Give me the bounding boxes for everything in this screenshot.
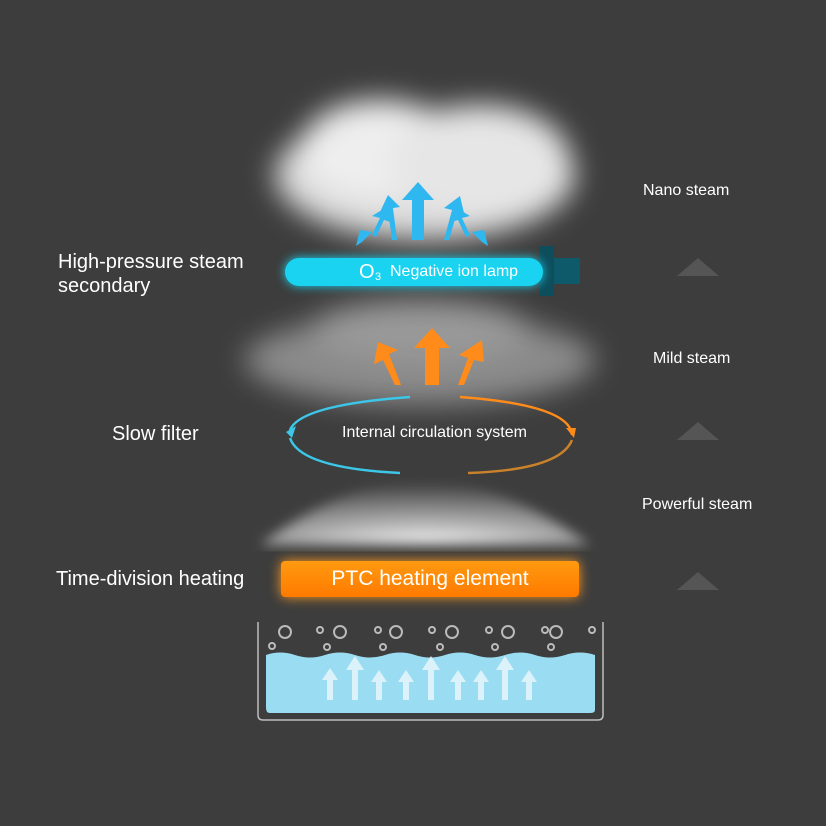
circulation-arrows: [286, 395, 576, 475]
triangle-icon: [677, 572, 719, 590]
ozone-subscript: 3: [375, 271, 382, 283]
label-slow-filter: Slow filter: [112, 423, 199, 445]
label-nano-steam: Nano steam: [643, 182, 730, 199]
lamp-label: Negative ion lamp: [390, 263, 519, 280]
powerful-steam-fan: [260, 482, 590, 545]
label-mild-steam: Mild steam: [653, 350, 731, 367]
lamp-connector-icon: [540, 246, 580, 296]
bubbles: [268, 625, 596, 651]
water-arrows-icon: [322, 656, 537, 700]
triangle-icon: [677, 258, 719, 276]
nano-steam-cloud: [275, 100, 575, 240]
mild-steam-cloud: [245, 300, 595, 405]
internal-circulation-label: Internal circulation system: [342, 424, 527, 441]
label-powerful-steam: Powerful steam: [642, 496, 753, 513]
label-time-division-heating: Time-division heating: [56, 568, 245, 590]
blue-arrows-icon: [356, 182, 488, 246]
ozone-symbol: O: [359, 261, 375, 283]
triangle-icon: [677, 422, 719, 440]
label-high-pressure-steam: High-pressure steam secondary: [58, 251, 244, 297]
ptc-heating-element: PTC heating element: [281, 561, 579, 597]
orange-arrows-icon: [374, 328, 484, 385]
